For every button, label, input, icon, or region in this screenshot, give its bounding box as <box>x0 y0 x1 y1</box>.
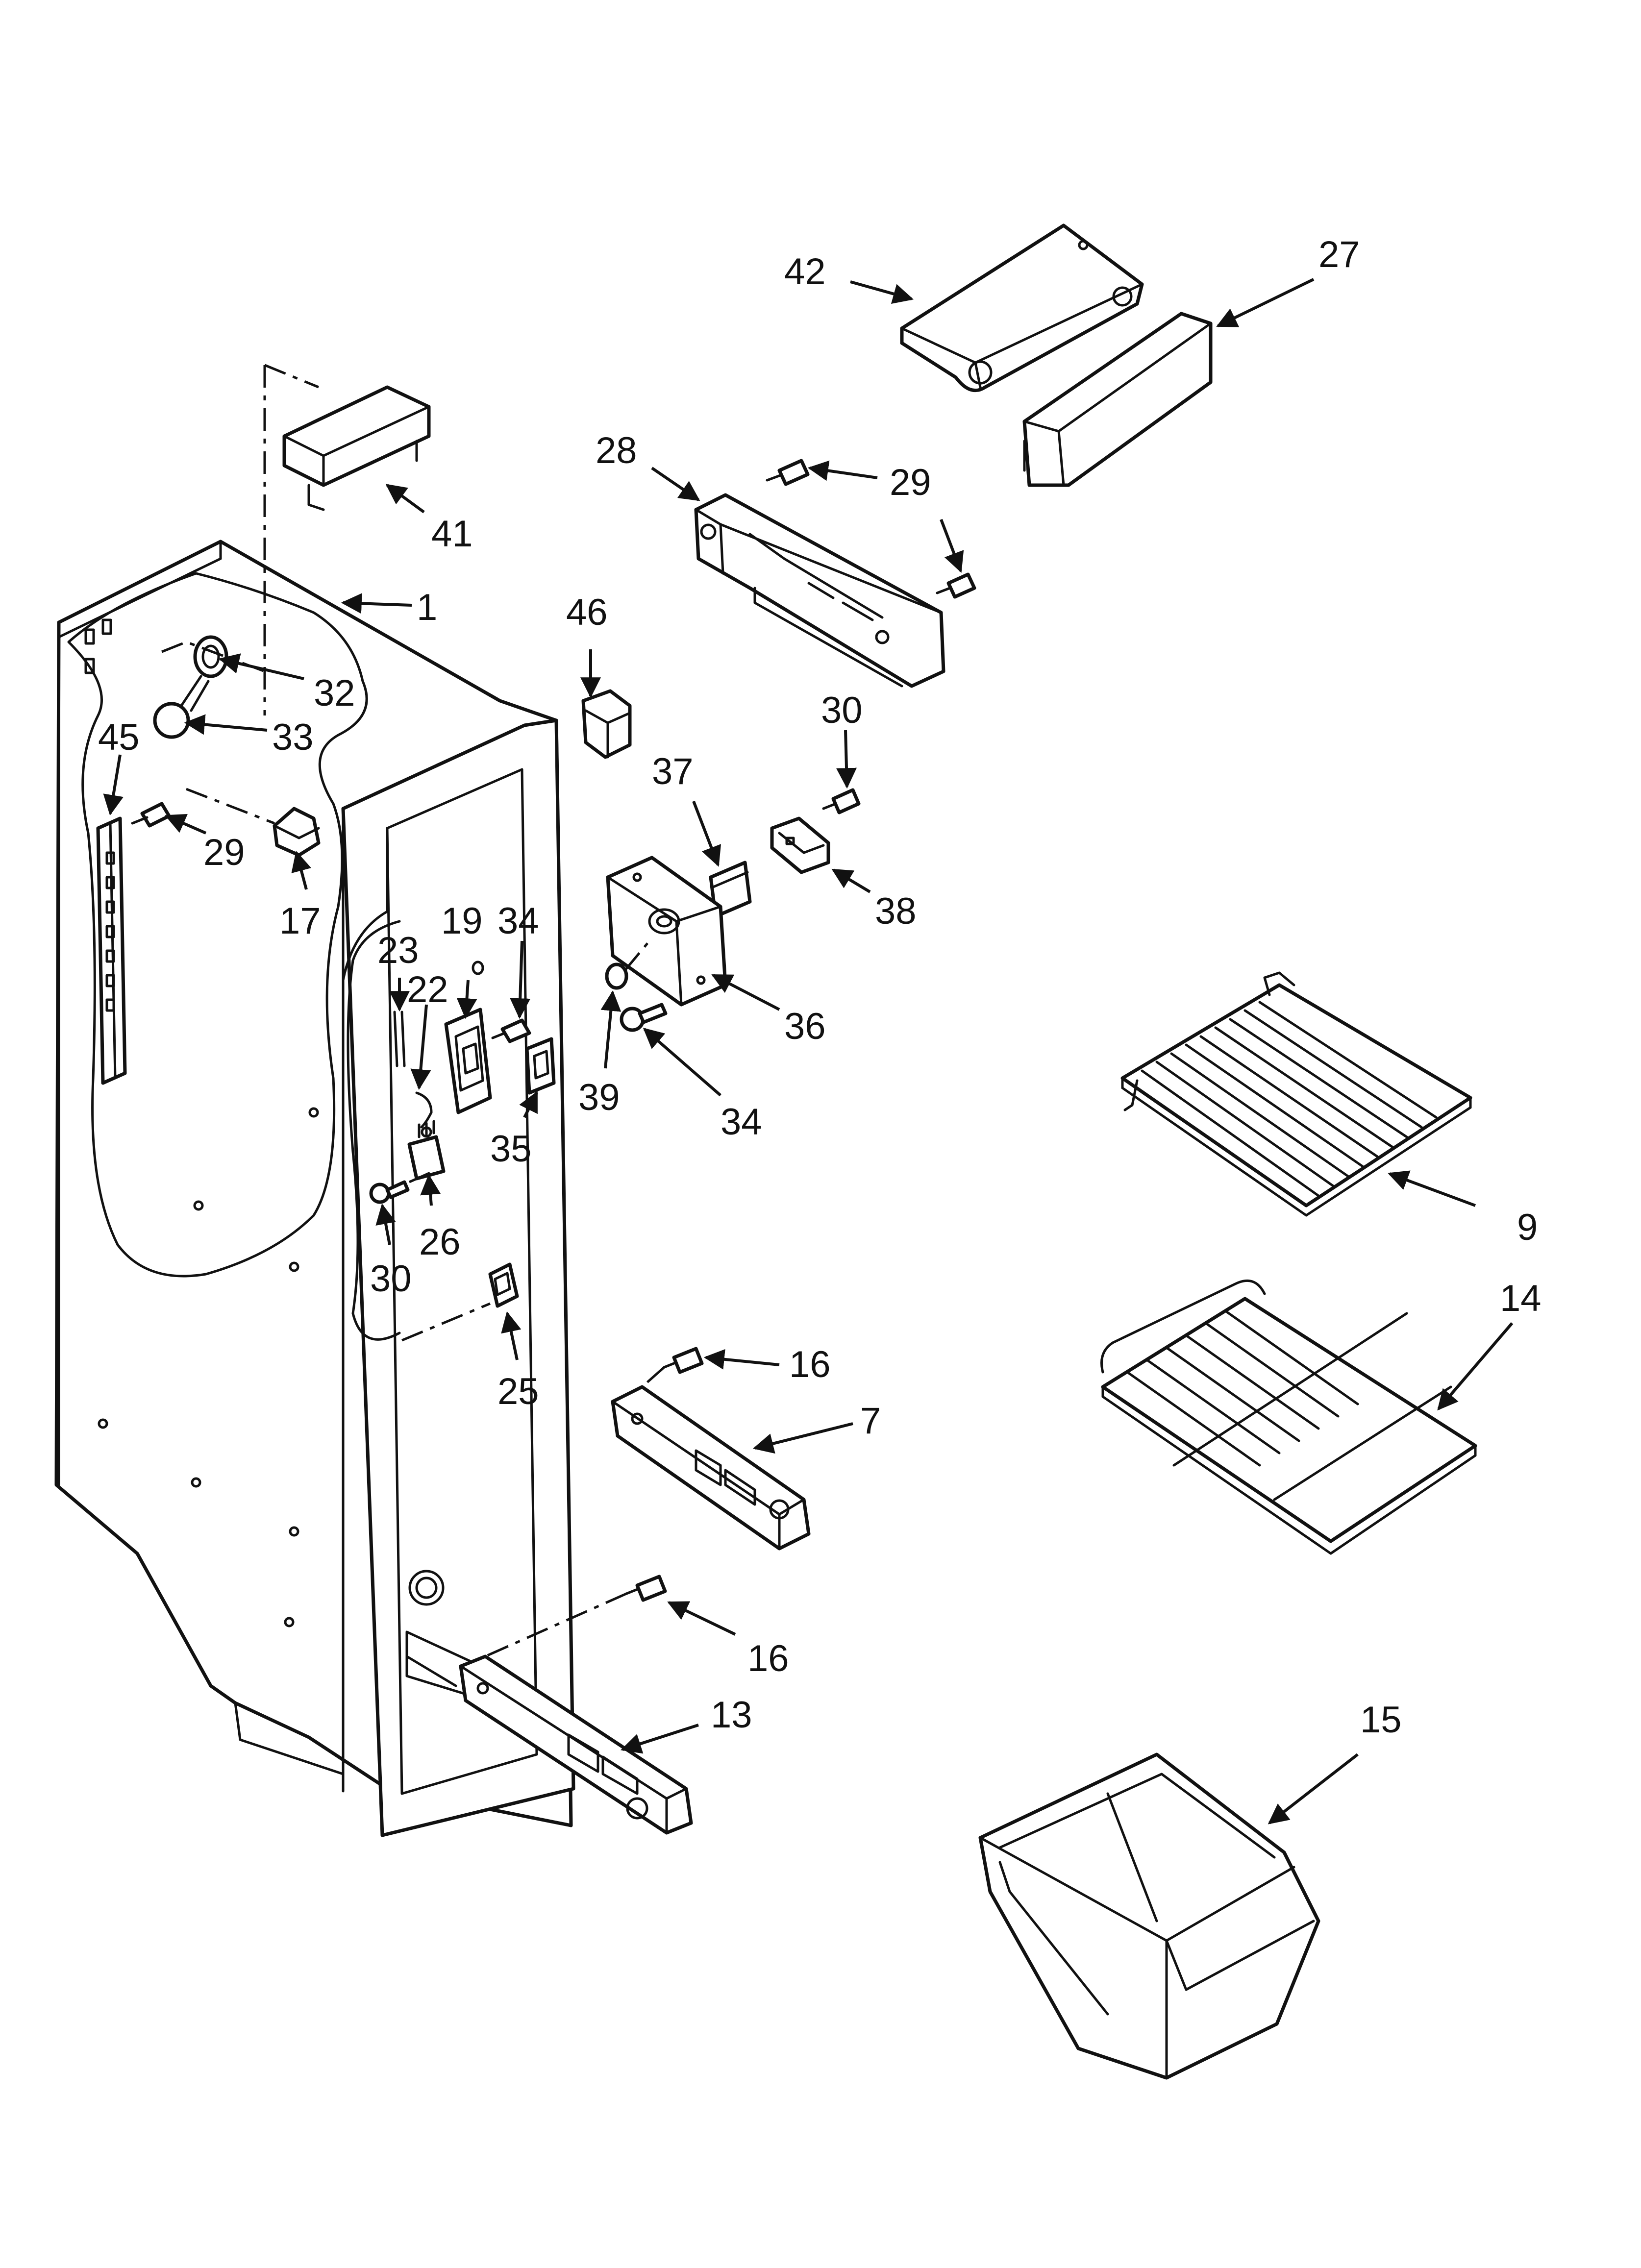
part-29-screw-top <box>766 459 810 486</box>
callout-42: 42 <box>784 251 826 293</box>
callout-14: 14 <box>1500 1278 1542 1319</box>
part-36-control-housing <box>606 856 727 1007</box>
callout-layer: 42 27 28 29 41 1 46 32 33 45 29 17 <box>98 234 1542 1824</box>
callout-33: 33 <box>272 716 314 758</box>
callout-38: 38 <box>875 890 917 932</box>
callout-15: 15 <box>1360 1699 1402 1741</box>
callout-41: 41 <box>431 513 473 555</box>
callout-7: 7 <box>860 1400 881 1442</box>
part-13-rail <box>459 1654 693 1835</box>
callout-46: 46 <box>566 592 608 633</box>
part-34-screw-upper <box>491 1018 531 1043</box>
part-26-thermistor <box>407 1120 446 1181</box>
callout-1: 1 <box>417 587 437 628</box>
callout-13: 13 <box>711 1694 752 1736</box>
part-29-screw-right <box>936 572 976 599</box>
part-34-screw-lower <box>620 1003 668 1032</box>
callout-45: 45 <box>98 716 140 758</box>
part-35-bracket <box>525 1037 556 1095</box>
callout-30-right: 30 <box>821 690 863 731</box>
part-17-clip <box>186 788 321 857</box>
part-7-rail <box>611 1385 811 1551</box>
part-14-wire-shelf <box>1100 1279 1477 1555</box>
callout-19: 19 <box>441 900 483 942</box>
part-27-cover <box>1022 312 1213 487</box>
callout-29-top: 29 <box>890 462 931 503</box>
part-16-screw-upper <box>641 1347 704 1388</box>
part-39-knob <box>605 940 650 990</box>
callout-35: 35 <box>490 1128 532 1170</box>
part-42-bracket <box>900 223 1144 393</box>
part-30-screw-right <box>822 788 861 814</box>
callout-16-lower: 16 <box>747 1638 789 1679</box>
callout-34-upper: 34 <box>497 900 539 942</box>
callout-17: 17 <box>279 900 321 942</box>
callout-29-left: 29 <box>203 832 245 873</box>
part-9-glass-shelf <box>1120 971 1472 1217</box>
part-16-screw-lower <box>484 1575 667 1658</box>
callout-27: 27 <box>1318 234 1360 275</box>
part-45-light-strip <box>96 816 127 1085</box>
callout-9: 9 <box>1517 1207 1538 1248</box>
callout-23: 23 <box>377 930 419 971</box>
callout-25: 25 <box>497 1371 539 1412</box>
callout-34-lower: 34 <box>721 1101 762 1143</box>
callout-16-upper: 16 <box>789 1344 831 1385</box>
callout-36: 36 <box>784 1006 826 1047</box>
part-15-bin <box>978 1752 1320 2080</box>
callout-32: 32 <box>314 672 355 714</box>
callout-30-left: 30 <box>370 1258 412 1300</box>
part-25-switch <box>401 1262 519 1342</box>
callout-28: 28 <box>596 430 637 471</box>
callout-37: 37 <box>652 751 694 792</box>
callout-22: 22 <box>407 969 448 1011</box>
part-38-circuit-board <box>770 816 830 874</box>
callout-39: 39 <box>578 1077 620 1118</box>
part-46-clip <box>581 689 632 759</box>
part-30-screw-left <box>369 1171 432 1204</box>
callout-26: 26 <box>419 1221 461 1263</box>
cabinet-liner <box>54 364 575 1837</box>
part-28-bracket <box>694 493 945 688</box>
part-23-pin <box>393 1011 406 1067</box>
part-41-cover <box>282 385 431 511</box>
